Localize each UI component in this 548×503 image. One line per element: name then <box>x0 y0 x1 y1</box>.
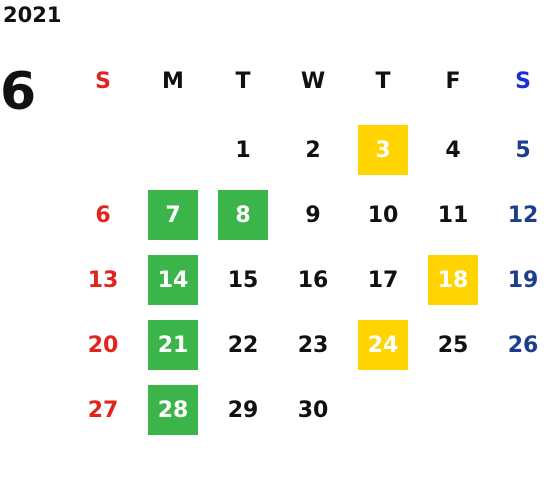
calendar-day-25[interactable]: 25 <box>437 332 469 358</box>
calendar-day-17[interactable]: 17 <box>367 267 399 293</box>
calendar-day-28[interactable]: 28 <box>148 385 198 435</box>
weekday-header: T <box>375 68 391 94</box>
calendar-day-11[interactable]: 11 <box>437 202 469 228</box>
calendar-day-20[interactable]: 20 <box>87 332 119 358</box>
weekday-header: T <box>235 68 251 94</box>
calendar-day-14[interactable]: 14 <box>148 255 198 305</box>
calendar-year: 2021 <box>3 3 62 27</box>
calendar-day-22[interactable]: 22 <box>227 332 259 358</box>
calendar-day-5[interactable]: 5 <box>515 137 531 163</box>
calendar-day-13[interactable]: 13 <box>87 267 119 293</box>
calendar-day-6[interactable]: 6 <box>95 202 111 228</box>
weekday-header: S <box>95 68 111 94</box>
calendar-day-24[interactable]: 24 <box>358 320 408 370</box>
calendar-day-19[interactable]: 19 <box>507 267 539 293</box>
calendar-day-1[interactable]: 1 <box>235 137 251 163</box>
calendar-day-12[interactable]: 12 <box>507 202 539 228</box>
calendar-day-26[interactable]: 26 <box>507 332 539 358</box>
weekday-header: S <box>515 68 531 94</box>
calendar-day-3[interactable]: 3 <box>358 125 408 175</box>
calendar-day-21[interactable]: 21 <box>148 320 198 370</box>
weekday-header: F <box>445 68 461 94</box>
calendar-day-8[interactable]: 8 <box>218 190 268 240</box>
calendar-day-2[interactable]: 2 <box>305 137 321 163</box>
calendar-day-16[interactable]: 16 <box>297 267 329 293</box>
weekday-header: M <box>162 68 184 94</box>
calendar-day-4[interactable]: 4 <box>445 137 461 163</box>
calendar-day-18[interactable]: 18 <box>428 255 478 305</box>
calendar-day-10[interactable]: 10 <box>367 202 399 228</box>
calendar-day-29[interactable]: 29 <box>227 397 259 423</box>
calendar-day-7[interactable]: 7 <box>148 190 198 240</box>
calendar-month: 6 <box>0 62 37 122</box>
calendar-day-27[interactable]: 27 <box>87 397 119 423</box>
calendar-day-15[interactable]: 15 <box>227 267 259 293</box>
calendar-day-23[interactable]: 23 <box>297 332 329 358</box>
weekday-header: W <box>300 68 326 94</box>
calendar-day-30[interactable]: 30 <box>297 397 329 423</box>
calendar-day-9[interactable]: 9 <box>305 202 321 228</box>
